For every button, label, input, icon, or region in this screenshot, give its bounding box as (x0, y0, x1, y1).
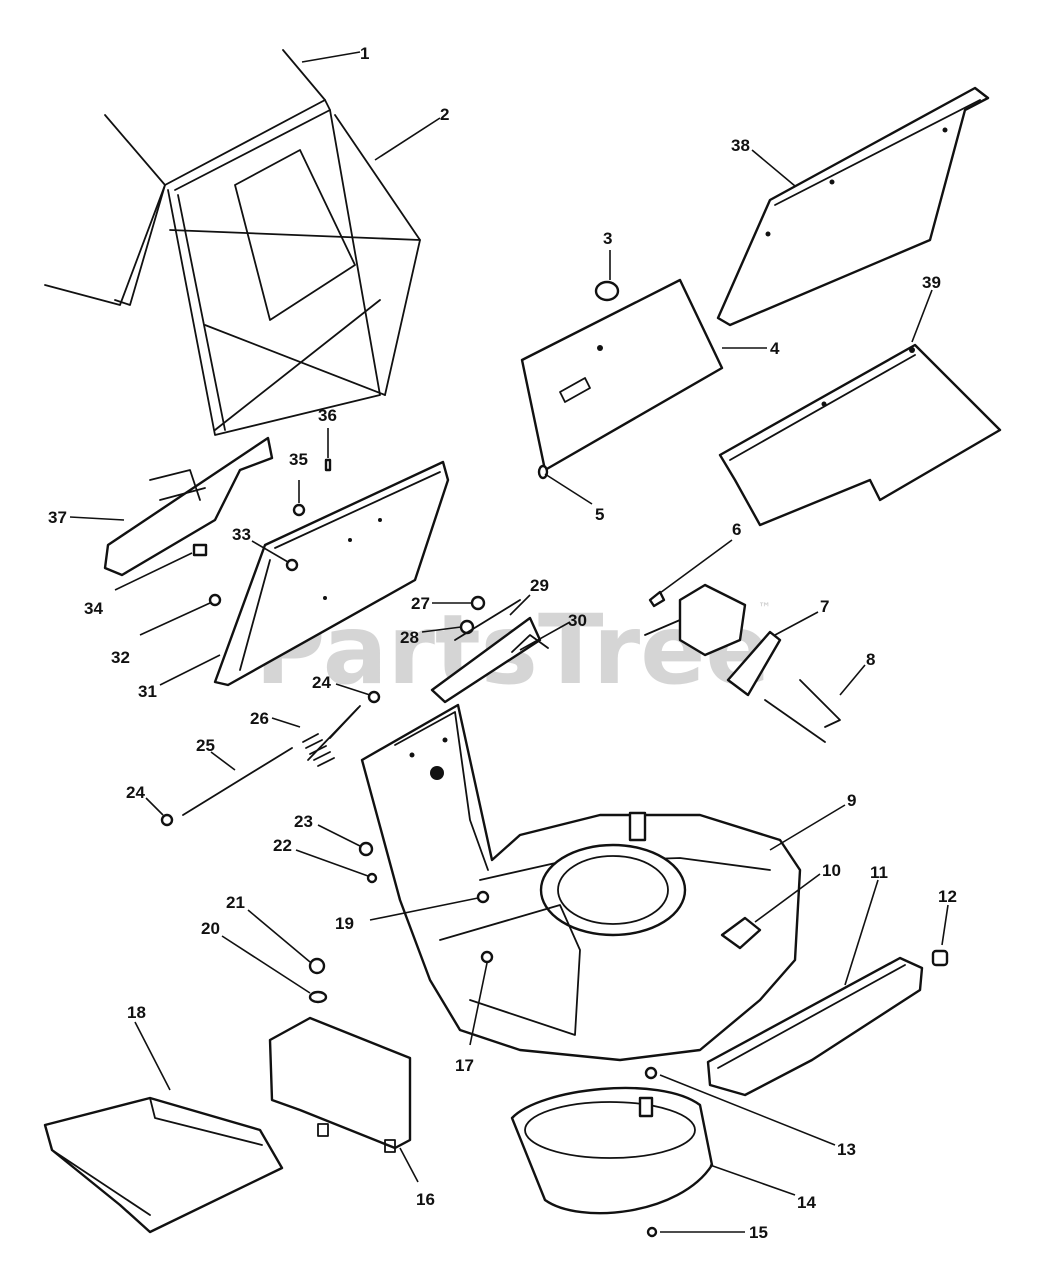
callout-18: 18 (127, 1003, 146, 1022)
callout-16: 16 (416, 1190, 435, 1209)
callout-7: 7 (820, 597, 829, 616)
callout-8: 8 (866, 650, 875, 669)
part-11-rear-skirt (706, 956, 924, 1097)
part-22-screw (366, 872, 378, 884)
part-29-latch-bracket (430, 599, 542, 704)
part-7-housing (644, 583, 782, 697)
callout-33: 33 (232, 525, 251, 544)
callout-13: 13 (837, 1140, 856, 1159)
part-24-nut-upper (367, 690, 381, 704)
part-21-nut (308, 957, 326, 975)
watermark-trademark: ™ (758, 601, 771, 616)
callout-19: 19 (335, 914, 354, 933)
part-31-side-plate (213, 460, 450, 687)
part-24-nut-lower (160, 813, 174, 827)
part-8-rod (764, 679, 841, 743)
callout-39: 39 (922, 273, 941, 292)
callout-37: 37 (48, 508, 67, 527)
part-15-screw (646, 1226, 658, 1238)
callout-17: 17 (455, 1056, 474, 1075)
part-2-bag-frame (167, 109, 421, 436)
callout-26: 26 (250, 709, 269, 728)
part-20-washer (308, 990, 328, 1004)
callout-29: 29 (530, 576, 549, 595)
part-32-bolt (208, 593, 222, 607)
callout-28: 28 (400, 628, 419, 647)
callout-32: 32 (111, 648, 130, 667)
part-27-nut (470, 595, 486, 611)
part-13-fastener (644, 1066, 658, 1080)
part-28-washer (459, 619, 475, 635)
callout-2: 2 (440, 105, 449, 124)
callout-14: 14 (797, 1193, 816, 1212)
part-4-door (520, 278, 724, 472)
part-34-spacer (192, 543, 208, 557)
part-18-discharge-chute (43, 1096, 284, 1234)
part-35-nut (292, 503, 306, 517)
callout-36: 36 (318, 406, 337, 425)
callout-1: 1 (360, 44, 369, 63)
callout-24-upper: 24 (312, 673, 331, 692)
callout-12: 12 (938, 887, 957, 906)
part-16-front-skirt (268, 1016, 412, 1153)
callout-23: 23 (294, 812, 313, 831)
callout-9: 9 (847, 791, 856, 810)
callout-30: 30 (568, 611, 587, 630)
callout-25: 25 (196, 736, 215, 755)
part-26-spring (302, 705, 361, 767)
part-14-bowl (510, 1086, 714, 1215)
part-1-grass-bag (44, 49, 331, 306)
part-25-rod (182, 747, 293, 816)
callout-27: 27 (411, 594, 430, 613)
part-33-fastener (285, 558, 299, 572)
callout-24-lower: 24 (126, 783, 145, 802)
part-36-screw (324, 458, 332, 472)
part-12-plug (931, 949, 949, 967)
part-10-bracket (720, 916, 762, 950)
part-5-washer (537, 464, 549, 480)
part-30-spring (511, 634, 549, 653)
callout-34: 34 (84, 599, 103, 618)
part-19-fastener (476, 890, 490, 904)
callout-21: 21 (226, 893, 245, 912)
callout-4: 4 (770, 339, 780, 358)
callout-35: 35 (289, 450, 308, 469)
callout-20: 20 (201, 919, 220, 938)
part-6-bolt (648, 590, 666, 608)
callout-layer: 1 2 3 4 5 6 7 8 9 10 11 12 13 14 15 16 1 (48, 44, 957, 1242)
callout-10: 10 (822, 861, 841, 880)
part-3-knob (594, 280, 620, 302)
part-37-bracket (103, 436, 274, 577)
callout-38: 38 (731, 136, 750, 155)
callout-3: 3 (603, 229, 612, 248)
part-9-deck-housing (360, 703, 802, 1062)
part-38-cover (716, 86, 990, 327)
part-39-deflector (718, 343, 1002, 527)
callout-11: 11 (870, 863, 888, 882)
callout-6: 6 (732, 520, 741, 539)
callout-5: 5 (595, 505, 604, 524)
callout-15: 15 (749, 1223, 768, 1242)
callout-31: 31 (138, 682, 157, 701)
part-17-screw (480, 950, 494, 964)
callout-22: 22 (273, 836, 292, 855)
part-23-nut (358, 841, 374, 857)
